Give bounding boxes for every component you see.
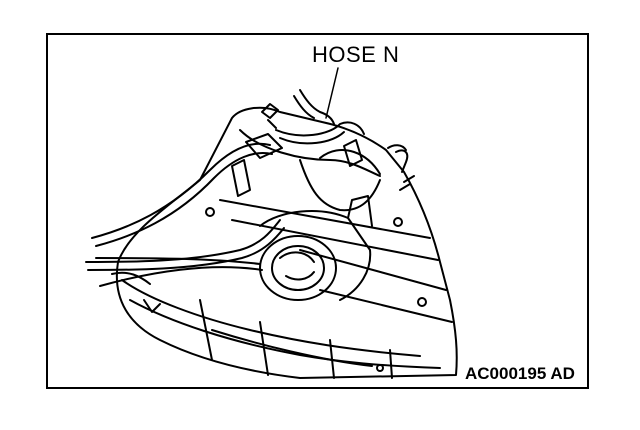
hose-n-label: HOSE N [312, 42, 400, 67]
tank-body [115, 106, 458, 379]
figure-code: AC000195 AD [465, 364, 575, 383]
hose-c [95, 257, 261, 265]
fuel-pump-ring [259, 235, 337, 301]
hose-b [85, 219, 281, 263]
hose-n [275, 121, 365, 137]
tank-flange [121, 279, 421, 357]
callout-leader [325, 67, 339, 119]
hose-connector [245, 133, 283, 159]
